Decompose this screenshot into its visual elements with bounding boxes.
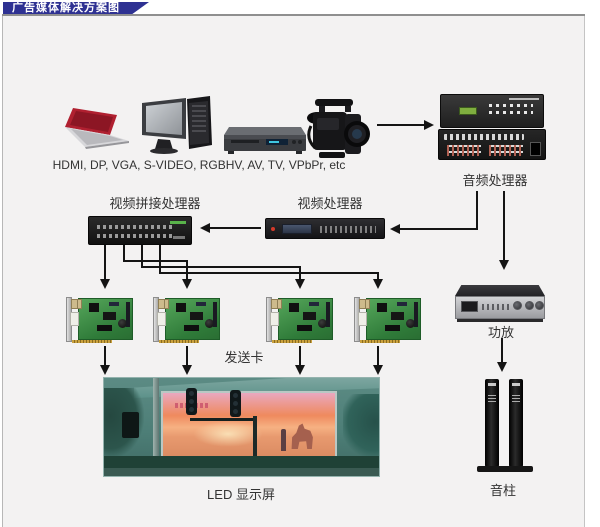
- traffic-light-icon: [186, 388, 197, 415]
- button-grid: [489, 104, 533, 118]
- volume-knob: [535, 301, 544, 310]
- person-silhouette: [281, 429, 286, 451]
- front-buttons: [320, 226, 376, 233]
- front-display: [282, 224, 312, 234]
- amp-display: [461, 301, 478, 312]
- led-display-photo: [103, 377, 380, 477]
- audio-processor-device: [440, 94, 544, 128]
- model-text: [509, 98, 539, 100]
- title-tab: 广告媒体解决方案图: [3, 2, 149, 15]
- street-pole: [153, 378, 159, 476]
- volume-knob: [525, 301, 534, 310]
- connector-row: [97, 225, 175, 229]
- label-led-display: LED 显示屏: [207, 487, 275, 502]
- label-speaker-column: 音柱: [489, 483, 517, 498]
- amplifier-device: [455, 285, 545, 322]
- signal-arm: [190, 418, 256, 421]
- sending-card-icon: [266, 296, 333, 344]
- dvd-player-icon: [224, 127, 306, 154]
- power-socket: [530, 142, 541, 156]
- connector-row: [97, 234, 175, 238]
- indicator-lights: [173, 236, 185, 239]
- trees: [343, 394, 379, 456]
- amp-buttons: [482, 304, 512, 310]
- rca-connectors: [447, 145, 481, 156]
- label-video-wall-processor: 视频拼接处理器: [109, 196, 201, 211]
- bnc-connectors: [444, 134, 524, 140]
- pcb: [278, 298, 333, 340]
- signal-box: [122, 412, 139, 438]
- label-audio-processor: 音频处理器: [462, 173, 528, 188]
- camcorder-icon: [307, 99, 370, 158]
- lcd-display: [459, 107, 477, 115]
- desktop-computer-icon: [142, 96, 212, 154]
- label-amplifier: 功放: [487, 325, 515, 340]
- pcb: [366, 298, 421, 340]
- label-sending-card: 发送卡: [224, 350, 264, 365]
- rca-connectors: [489, 145, 523, 156]
- pcb: [165, 298, 220, 340]
- page-title: 广告媒体解决方案图: [12, 2, 120, 14]
- video-wall-processor-device: [88, 216, 192, 245]
- hedge: [104, 456, 379, 469]
- pcb: [78, 298, 133, 340]
- brand-text: [170, 221, 186, 224]
- video-processor-device: [265, 218, 385, 239]
- volume-knob: [513, 301, 522, 310]
- power-button-light: [271, 227, 275, 231]
- signal-pole: [253, 416, 257, 476]
- label-video-processor: 视频处理器: [297, 196, 363, 211]
- ground: [104, 468, 379, 476]
- laptop-icon: [65, 108, 129, 149]
- sending-card-icon: [153, 296, 220, 344]
- audio-matrix-device: [438, 129, 546, 160]
- traffic-light-icon: [230, 390, 241, 417]
- camel-silhouette: [291, 423, 313, 449]
- diagram-canvas: HDMI, DP, VGA, S-VIDEO, RGBHV, AV, TV, V…: [2, 16, 585, 527]
- title-divider: [2, 14, 585, 16]
- sending-card-icon: [354, 296, 421, 344]
- speaker-columns-icon: [477, 379, 533, 475]
- sending-card-icon: [66, 296, 133, 344]
- source-signal-caption: HDMI, DP, VGA, S-VIDEO, RGBHV, AV, TV, V…: [52, 158, 346, 172]
